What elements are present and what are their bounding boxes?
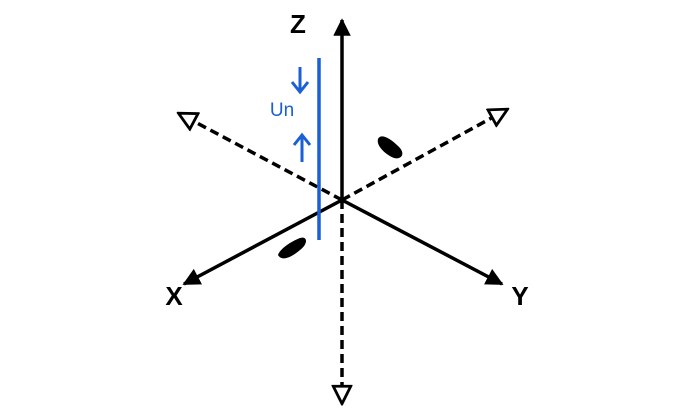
displacement-label: Un — [270, 100, 294, 121]
y-axis-label: Y — [511, 281, 528, 311]
blob-marker-lower-left — [278, 237, 306, 259]
arrow-up-icon — [292, 132, 312, 162]
negative-x-axis-line — [180, 114, 343, 202]
z-axis-label: Z — [290, 9, 306, 39]
blob-marker-upper-right — [377, 136, 403, 159]
y-axis-line — [341, 198, 504, 286]
arrow-down-icon — [290, 67, 310, 95]
x-axis-label: X — [165, 281, 183, 311]
x-axis-line — [182, 198, 343, 286]
negative-y-axis-line — [341, 110, 506, 202]
